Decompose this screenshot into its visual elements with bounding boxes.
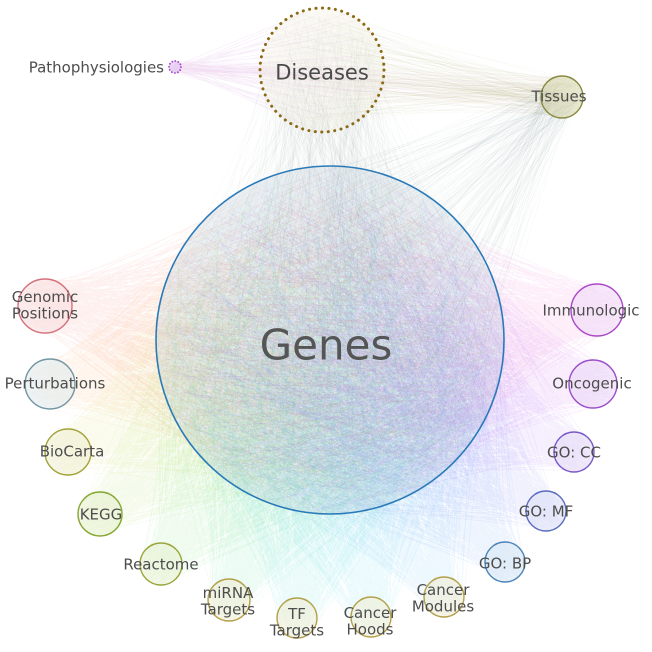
node-oncogenic-label: Oncogenic xyxy=(552,374,631,392)
edge-bundle-diseases-pathophysiologies xyxy=(169,12,381,130)
node-genomic-positions-label: Positions xyxy=(12,304,78,322)
node-kegg[interactable] xyxy=(77,491,123,537)
node-go-bp-label: GO: BP xyxy=(479,554,531,572)
node-kegg-label: KEGG xyxy=(80,505,123,523)
node-immunologic[interactable] xyxy=(570,283,624,337)
node-tissues[interactable] xyxy=(540,75,584,119)
node-go-cc[interactable] xyxy=(553,431,595,473)
edge-bundle-pathophysiologies-tissues xyxy=(170,60,579,118)
edge-bundle-genes-kegg xyxy=(78,177,493,536)
node-tf-targets-label: Targets xyxy=(269,621,324,639)
node-go-cc-label: GO: CC xyxy=(547,443,601,461)
edge-bundle-genes-reactome xyxy=(140,175,492,585)
node-immunologic-label: Immunologic xyxy=(542,301,639,319)
node-tf-targets-label: TF xyxy=(287,605,306,623)
node-go-mf-label: GO: MF xyxy=(519,502,574,520)
node-pathophysiologies[interactable] xyxy=(168,60,182,74)
node-diseases[interactable] xyxy=(258,6,386,134)
edge-bundle-genes-go-cc xyxy=(156,166,593,513)
edge-bundle-genes-immunologic xyxy=(159,167,623,513)
node-cancer-modules[interactable] xyxy=(423,576,465,618)
node-genes[interactable] xyxy=(155,165,505,515)
node-genes-label: Genes xyxy=(260,321,393,370)
edge-bundle-genes-oncogenic xyxy=(158,169,616,502)
node-go-bp[interactable] xyxy=(484,541,526,583)
edge-bundle-tissues-genes xyxy=(167,76,583,511)
node-genomic-positions-label: Genomic xyxy=(12,288,79,306)
node-perturbations-label: Perturbations xyxy=(5,374,106,392)
edge-bundle-diseases-genes xyxy=(155,11,502,514)
node-cancer-hoods-label: Cancer xyxy=(344,604,398,622)
node-biocarta[interactable] xyxy=(44,428,92,476)
edge-bundle-diseases-tissues xyxy=(267,8,583,124)
node-cancer-hoods-label: Hoods xyxy=(347,620,394,638)
node-mirna-targets[interactable] xyxy=(207,578,251,622)
edge-bundle-genes-go-mf xyxy=(163,176,566,531)
node-diseases-label: Diseases xyxy=(275,60,369,84)
edge-bundle-genes-biocarta xyxy=(45,180,500,508)
node-tf-targets[interactable] xyxy=(276,597,318,639)
node-oncogenic[interactable] xyxy=(568,359,618,409)
node-tissues-label: Tissues xyxy=(530,87,586,105)
node-cancer-modules-label: Cancer xyxy=(417,581,471,599)
node-reactome-label: Reactome xyxy=(123,555,198,573)
node-pathophysiologies-label: Pathophysiologies xyxy=(29,58,164,76)
node-cancer-modules-label: Modules xyxy=(412,597,475,615)
node-reactome[interactable] xyxy=(139,542,183,586)
node-mirna-targets-label: miRNA xyxy=(203,584,254,602)
node-perturbations[interactable] xyxy=(24,358,76,410)
node-cancer-hoods[interactable] xyxy=(350,596,392,638)
edge-bundle-genes-genomic-positions xyxy=(18,168,498,508)
edge-bundle-genes-cancer-modules xyxy=(168,171,503,616)
node-genomic-positions[interactable] xyxy=(17,278,73,334)
edge-bundle-genes-perturbations xyxy=(28,167,502,509)
edge-bundle-genes-go-bp xyxy=(162,169,526,582)
node-mirna-targets-label: Targets xyxy=(200,600,255,618)
nodes xyxy=(17,6,624,639)
edge-bundles xyxy=(18,8,623,638)
edge-bundle-genes-tf-targets xyxy=(160,168,500,638)
edge-bundle-genes-mirna-targets xyxy=(159,167,503,621)
node-go-mf[interactable] xyxy=(525,490,567,532)
node-biocarta-label: BioCarta xyxy=(40,442,105,460)
edge-bundle-genes-cancer-hoods xyxy=(156,167,505,637)
